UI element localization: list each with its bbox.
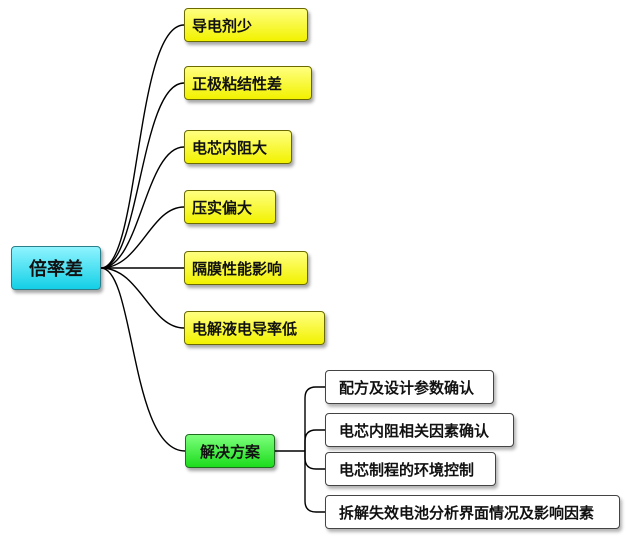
connector-root-to-cause-1 xyxy=(100,24,185,269)
connector-root-to-cause-2 xyxy=(100,82,185,269)
cause-node-cell-resistance[interactable]: 电芯内阻大 xyxy=(184,130,292,164)
connector-solution-to-step-1 xyxy=(304,386,325,451)
connector-solution-to-step-4 xyxy=(304,451,325,513)
cause-node-binder-adhesion[interactable]: 正极粘结性差 xyxy=(184,66,312,100)
connector-root-to-solution xyxy=(100,267,186,452)
solution-step-4[interactable]: 拆解失效电池分析界面情况及影响因素 xyxy=(325,495,620,529)
connector-root-to-cause-3 xyxy=(100,146,185,269)
connector-solution-to-step-3 xyxy=(304,451,325,470)
solution-step-2[interactable]: 电芯内阻相关因素确认 xyxy=(325,413,514,447)
connector-solution-to-step-2 xyxy=(304,429,325,451)
solution-node[interactable]: 解决方案 xyxy=(185,434,275,468)
connector-root-to-cause-4 xyxy=(100,206,185,269)
cause-node-compaction[interactable]: 压实偏大 xyxy=(184,190,276,224)
solution-step-3[interactable]: 电芯制程的环境控制 xyxy=(325,452,496,486)
cause-node-separator[interactable]: 隔膜性能影响 xyxy=(184,251,308,285)
connector-root-to-cause-6 xyxy=(100,267,185,329)
cause-node-electrolyte[interactable]: 电解液电导率低 xyxy=(184,311,325,345)
cause-node-conductive-agent[interactable]: 导电剂少 xyxy=(184,8,308,42)
root-node[interactable]: 倍率差 xyxy=(11,246,101,290)
solution-step-1[interactable]: 配方及设计参数确认 xyxy=(325,370,494,404)
